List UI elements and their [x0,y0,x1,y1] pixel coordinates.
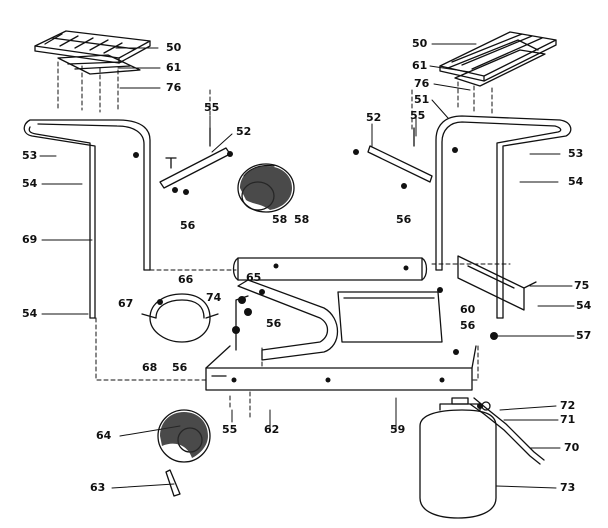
axle-pin [165,469,181,497]
callout-51-right: 51 [414,93,430,106]
left-warming-rack [34,30,151,75]
callout-59: 59 [390,423,406,436]
burner-support [235,279,338,361]
left-tube-frame [23,119,151,319]
callout-57: 57 [576,329,592,342]
callout-63: 63 [90,481,106,494]
callout-69: 69 [22,233,38,246]
base-tray [205,345,477,391]
callout-67: 67 [118,297,134,310]
callout-76-right: 76 [414,77,430,90]
right-tube-frame [435,115,572,319]
callout-55-right: 55 [410,109,426,122]
callout-52-left: 52 [236,125,252,138]
side-bracket [457,255,537,311]
callout-74: 74 [206,291,222,304]
callout-56-left-upper: 56 [180,219,196,232]
leader-lines [39,43,575,489]
callout-76-left: 76 [166,81,182,94]
callout-75: 75 [574,279,590,292]
callout-65: 65 [246,271,262,284]
callout-53-right: 53 [568,147,584,160]
callout-50-right: 50 [412,37,428,50]
left-bracket [159,127,231,189]
callout-61-left: 61 [166,61,182,74]
alignment-guides [57,61,511,421]
right-bracket [367,127,433,183]
callout-54-right-upper: 54 [568,175,584,188]
callout-70: 70 [564,441,580,454]
callout-52-right: 52 [366,111,382,124]
callout-73: 73 [560,481,576,494]
callout-56-right-upper: 56 [396,213,412,226]
callout-68: 68 [142,361,158,374]
callout-56-clamp: 56 [172,361,188,374]
center-crossbar [232,257,428,281]
callout-72: 72 [560,399,576,412]
callout-61-right: 61 [412,59,428,72]
callout-53-left: 53 [22,149,38,162]
callout-54-right-lower: 54 [576,299,592,312]
callout-54-left-upper: 54 [22,177,38,190]
right-warming-rack [439,31,557,87]
callout-62: 62 [264,423,280,436]
callout-55-left: 55 [204,101,220,114]
callout-56-right-lower: 56 [460,319,476,332]
callout-56-center: 56 [266,317,282,330]
callout-50-left: 50 [166,41,182,54]
callout-58-b: 58 [294,213,310,226]
drip-pan [337,291,443,343]
propane-tank [419,397,497,519]
callout-58-a: 58 [272,213,288,226]
callout-54-left-lower: 54 [22,307,38,320]
callout-66: 66 [178,273,194,286]
tank-clamp [141,293,219,343]
fastener-hardware [133,147,498,409]
callout-55-lower: 55 [222,423,238,436]
wheel-shading [160,166,292,458]
callout-64: 64 [96,429,112,442]
callout-71: 71 [560,413,576,426]
callout-60: 60 [460,303,476,316]
